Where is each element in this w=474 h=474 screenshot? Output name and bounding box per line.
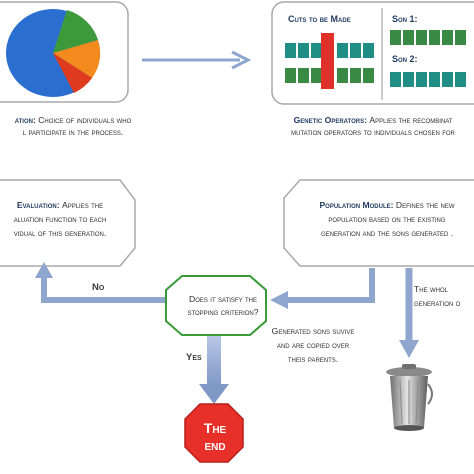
cuts-label: Cuts to be Made bbox=[288, 14, 351, 24]
population-module-description: Population Module: Defines the new popul… bbox=[292, 198, 474, 240]
selection-text-line2: l participate in the process. bbox=[22, 127, 124, 137]
son2-label: Son 2: bbox=[392, 54, 418, 64]
end-line1: The bbox=[203, 420, 227, 436]
son1-label: Son 1: bbox=[392, 14, 418, 24]
arrow-yes-to-end bbox=[207, 336, 221, 386]
population-module-line1: Defines the new bbox=[395, 200, 455, 210]
evaluation-heading: Evaluation: bbox=[16, 200, 60, 210]
whole-note-line2: generation o bbox=[414, 298, 461, 308]
population-module-line3: generation and the sons generated . bbox=[320, 228, 454, 238]
arrow-no-to-evaluation bbox=[41, 272, 165, 303]
selection-text-line1: Choice of individuals who bbox=[38, 115, 132, 125]
arrow-to-decision bbox=[284, 268, 375, 303]
evaluation-description: Evaluation: Applies the aluation functio… bbox=[0, 198, 130, 240]
evaluation-line1: Applies the bbox=[61, 200, 104, 210]
selection-description: ation: Choice of individuals who l parti… bbox=[0, 114, 148, 138]
genetic-operators-heading: Genetic Operators: bbox=[293, 115, 367, 125]
genetic-operators-text-line2: mutation operators to individuals chosen… bbox=[291, 127, 455, 137]
decision-line2: stopping criterion? bbox=[187, 307, 259, 317]
evaluation-box bbox=[0, 179, 136, 267]
pie-chart-icon bbox=[6, 9, 101, 97]
end-label: The end bbox=[185, 420, 245, 454]
whole-note-line1: The whol bbox=[414, 284, 448, 294]
stop-sign-icon bbox=[184, 403, 244, 463]
generated-sons-line1: Generated sons suvive bbox=[271, 326, 355, 336]
decision-box bbox=[165, 275, 267, 336]
genetic-operators-description: Genetic Operators: Applies the recombina… bbox=[263, 114, 474, 138]
generated-sons-line2: and are copied over bbox=[276, 340, 350, 350]
population-module-heading: Population Module: bbox=[319, 200, 394, 210]
chromosome-bars-icon bbox=[285, 30, 466, 89]
decision-line1: Does it satisfy the bbox=[189, 294, 257, 304]
end-line2: end bbox=[204, 437, 226, 453]
generated-sons-line3: theis parents. bbox=[287, 354, 339, 364]
genetic-operators-text-line1: Applies the recombinat bbox=[369, 115, 453, 125]
whole-generation-note: The whol generation o bbox=[414, 282, 474, 310]
evaluation-line3: vidual of this generation. bbox=[13, 228, 107, 238]
decision-text: Does it satisfy the stopping criterion? bbox=[160, 293, 286, 319]
generated-sons-note: Generated sons suvive and are copied ove… bbox=[248, 324, 378, 366]
no-label: No bbox=[92, 282, 105, 293]
trash-can-icon bbox=[386, 364, 433, 431]
yes-label: Yes bbox=[186, 352, 202, 363]
evaluation-line2: aluation function to each bbox=[13, 214, 107, 224]
population-module-line2: population based on the existing bbox=[328, 214, 446, 224]
selection-heading: ation: bbox=[14, 115, 36, 125]
cut-marker bbox=[321, 33, 334, 89]
population-module-box bbox=[283, 179, 474, 267]
